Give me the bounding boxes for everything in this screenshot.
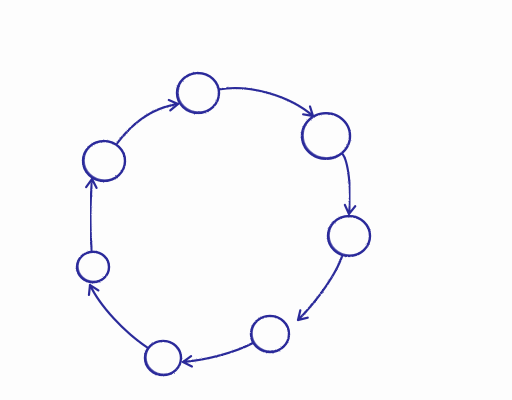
edge-line	[296, 254, 344, 322]
node-n1	[175, 71, 221, 115]
edge-n1-n2	[217, 87, 315, 118]
arrowhead-icon	[343, 203, 357, 216]
node-circle-overstroke	[328, 215, 371, 256]
node-n3	[326, 214, 372, 258]
edge-line	[88, 283, 150, 350]
edges-layer	[85, 87, 357, 368]
edge-line	[115, 102, 180, 146]
edge-n5-n6	[87, 283, 150, 350]
node-n4	[249, 314, 291, 354]
arrowhead-icon	[87, 283, 100, 297]
edge-n4-n5	[181, 341, 255, 368]
arrowhead-icon	[167, 98, 180, 112]
edge-n6-n7	[85, 177, 98, 253]
node-circle-overstroke	[251, 315, 291, 352]
edge-n7-n1	[115, 98, 180, 146]
node-circle-overstroke	[77, 250, 111, 282]
edge-line	[217, 87, 315, 118]
edge-n3-n4	[296, 254, 344, 322]
edge-line	[181, 341, 255, 364]
nodes-layer	[75, 71, 372, 377]
arrowhead-icon	[181, 355, 194, 368]
node-n7	[81, 139, 127, 183]
node-circle-overstroke	[145, 340, 183, 375]
node-n2	[300, 111, 352, 160]
arrowhead-icon	[85, 177, 98, 190]
edge-line	[341, 152, 352, 216]
node-circle-overstroke	[83, 140, 126, 181]
node-n5	[143, 339, 183, 377]
node-circle-overstroke	[302, 112, 351, 159]
arrowhead-icon	[296, 309, 309, 322]
edge-n2-n3	[341, 152, 357, 216]
node-n6	[75, 250, 111, 284]
edge-line	[89, 177, 94, 253]
node-circle-overstroke	[177, 72, 220, 113]
